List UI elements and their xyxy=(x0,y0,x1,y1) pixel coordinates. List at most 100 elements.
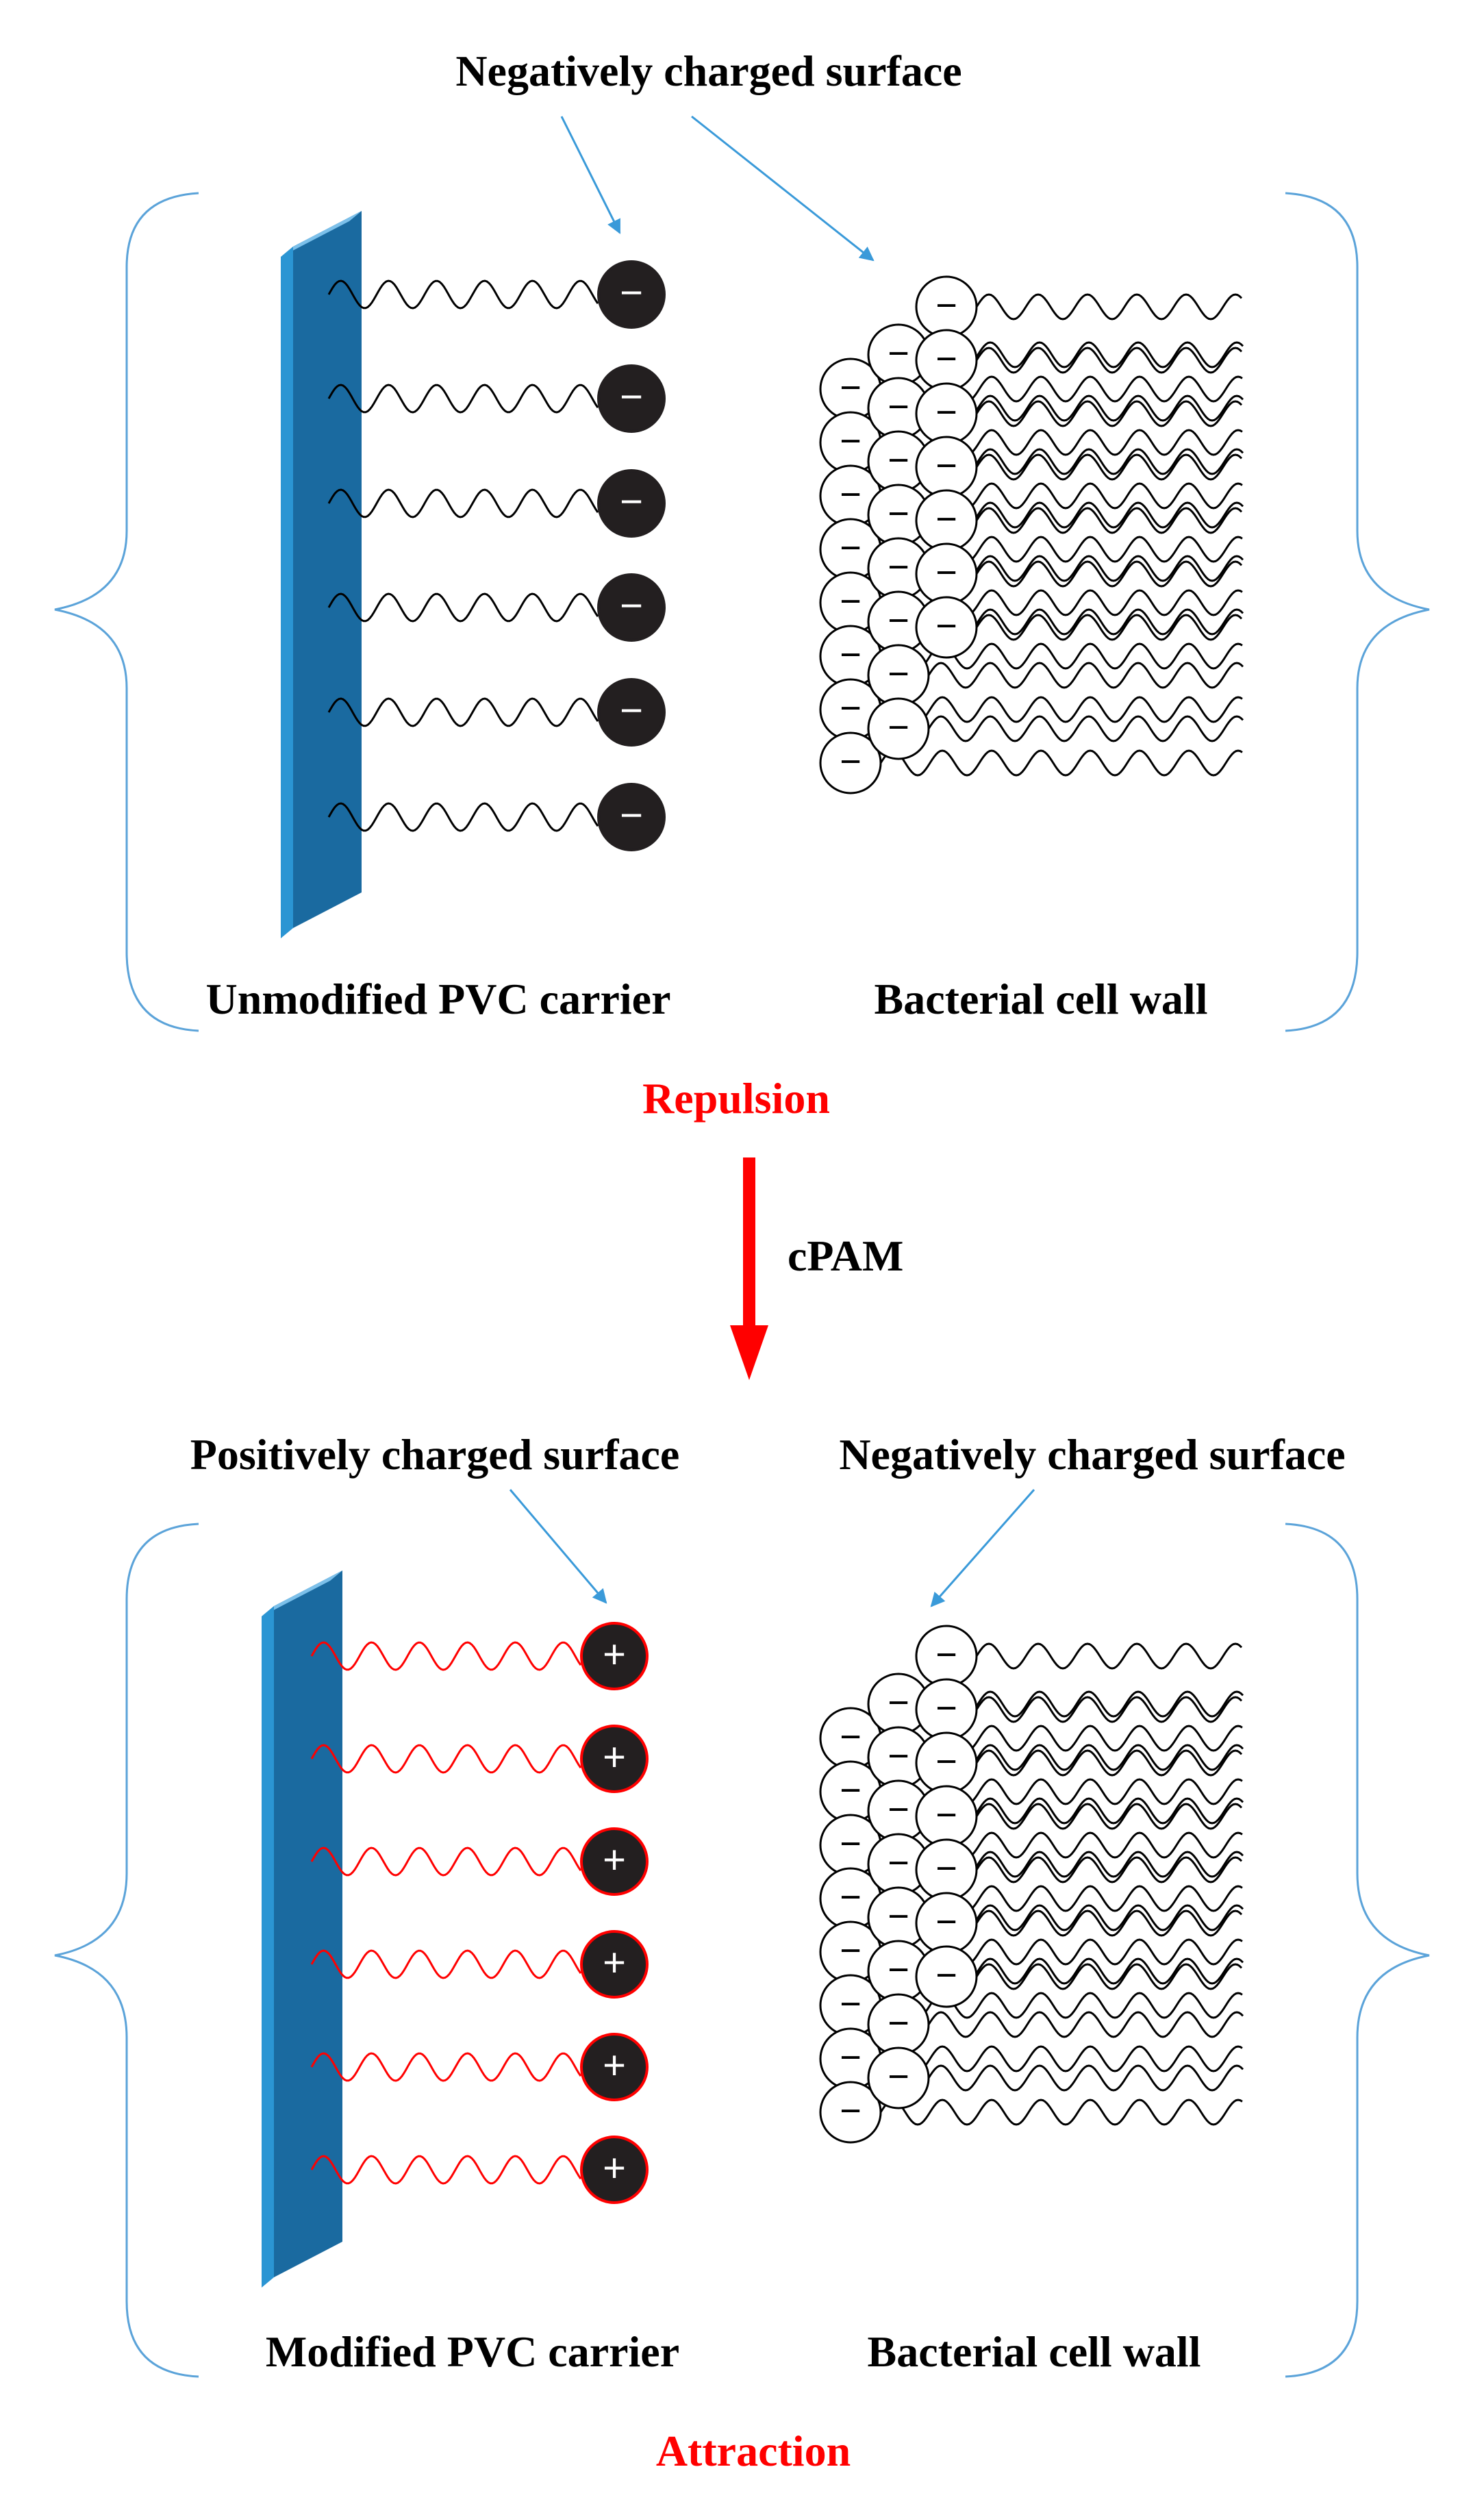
lipid-tail xyxy=(927,448,1244,475)
callout-arrow-cell xyxy=(691,115,875,262)
carrier-chain-group: − xyxy=(327,783,666,851)
cell-wall-head: − xyxy=(867,644,930,707)
charge-sign: − xyxy=(840,2037,862,2078)
charge-sign: + xyxy=(603,1838,626,1882)
charge-sign: − xyxy=(935,1955,957,1996)
attraction-label: Attraction xyxy=(656,2427,851,2475)
negative-head xyxy=(819,2081,882,2144)
negative-charge-ball xyxy=(597,260,666,329)
lipid-tail xyxy=(927,1690,1244,1718)
cell-wall-head: − xyxy=(915,596,978,659)
cell-wall-head: − xyxy=(867,377,930,440)
charge-sign: − xyxy=(840,1930,862,1971)
charge-sign: − xyxy=(888,1789,909,1830)
negative-charge-ball xyxy=(597,469,666,538)
charge-sign: − xyxy=(620,584,643,628)
charge-sign: − xyxy=(840,2090,862,2131)
charge-sign: − xyxy=(620,688,643,733)
cell-wall-head: − xyxy=(819,2027,882,2090)
cell-wall-head: − xyxy=(819,571,882,634)
cell-wall-head: − xyxy=(819,1707,882,1770)
charge-sign: + xyxy=(603,1940,626,1985)
lipid-tail xyxy=(927,1797,1244,1825)
lipid-tail xyxy=(927,501,1244,529)
cell-wall-head: − xyxy=(867,430,930,493)
charge-sign: − xyxy=(888,1682,909,1723)
charge-sign: − xyxy=(620,375,643,419)
lipid-tail xyxy=(879,696,1243,723)
polymer-chain xyxy=(327,802,599,832)
carrier-chain-group: − xyxy=(327,469,666,538)
cell-wall-head: − xyxy=(915,1678,978,1741)
carrier-chain-group: + xyxy=(310,1725,649,1793)
lipid-tail xyxy=(927,608,1244,636)
bacterial-cell-wall: −−−−−−−−−−−−−−−−−−−−−−− xyxy=(819,1625,1244,2144)
charge-sign: − xyxy=(935,605,957,647)
charge-sign: − xyxy=(840,367,862,408)
positive-callout-label: Positively charged surface xyxy=(190,1430,680,1479)
negative-head xyxy=(867,697,930,760)
bottom-carrier-label: Modified PVC carrier xyxy=(266,2327,679,2376)
transition-arrow-head xyxy=(730,1325,768,1380)
charge-sign: − xyxy=(888,386,909,427)
lipid-tail xyxy=(975,1642,1243,1670)
polymer-chain xyxy=(327,697,599,727)
negative-charge-ball xyxy=(597,573,666,642)
lipid-tail xyxy=(927,2011,1244,2038)
charge-sign: − xyxy=(888,1949,909,1990)
carrier-chain-group: + xyxy=(310,2136,649,2204)
carrier-chain-group: − xyxy=(327,260,666,329)
charge-sign: − xyxy=(840,1716,862,1757)
polymer-chain xyxy=(327,279,599,310)
cell-wall-head: − xyxy=(819,1760,882,1823)
lipid-tail xyxy=(975,1856,1243,1883)
cell-wall-head: − xyxy=(915,542,978,605)
positive-charge-ball xyxy=(580,2033,649,2101)
charge-sign: − xyxy=(888,707,909,748)
charge-sign: − xyxy=(935,392,957,433)
lipid-tail xyxy=(927,555,1244,582)
callout-arrow-negative xyxy=(930,1489,1035,1607)
left-brace xyxy=(54,192,199,1032)
top-cell-wall-label: Bacterial cell wall xyxy=(875,975,1208,1023)
carrier-chain-group: − xyxy=(327,364,666,433)
charge-sign: − xyxy=(620,479,643,524)
charge-sign: − xyxy=(935,552,957,593)
cell-wall-head: − xyxy=(867,537,930,600)
repulsion-label: Repulsion xyxy=(642,1074,830,1123)
left-brace xyxy=(54,1523,199,2378)
cell-wall-head: − xyxy=(915,1945,978,2008)
charge-sign: − xyxy=(888,1896,909,1937)
charge-sign: − xyxy=(888,653,909,694)
lipid-tail xyxy=(975,1910,1243,1937)
charge-sign: − xyxy=(840,1823,862,1864)
carrier-chain-group: + xyxy=(310,2033,649,2101)
polymer-chain xyxy=(327,384,599,414)
charge-sign: − xyxy=(935,1848,957,1889)
charge-sign: − xyxy=(840,1983,862,2025)
cell-wall-head: − xyxy=(867,484,930,547)
lipid-tail xyxy=(975,293,1243,321)
lipid-tail xyxy=(975,1696,1243,1723)
polymer-chain xyxy=(310,2052,582,2082)
lipid-tail xyxy=(975,1749,1243,1777)
charge-sign: − xyxy=(840,1877,862,1918)
charge-sign: − xyxy=(935,338,957,379)
charge-sign: − xyxy=(888,440,909,481)
charge-sign: − xyxy=(620,271,643,315)
carrier-chain-group: − xyxy=(327,573,666,642)
cell-wall-head: − xyxy=(819,1814,882,1877)
charge-sign: − xyxy=(935,445,957,486)
charge-sign: + xyxy=(603,2043,626,2088)
cell-wall-head: − xyxy=(915,436,978,499)
cell-wall-head: − xyxy=(867,323,930,386)
lipid-tail xyxy=(975,614,1243,641)
cell-wall-head: − xyxy=(915,489,978,552)
charge-sign: − xyxy=(935,285,957,326)
charge-sign: − xyxy=(840,688,862,729)
cell-wall-head: − xyxy=(867,1833,930,1896)
charge-sign: − xyxy=(888,600,909,641)
top-panel: Negatively charged surface −−−−−− −−−−−−… xyxy=(54,47,1430,1032)
cell-wall-head: − xyxy=(915,382,978,445)
lipid-tail xyxy=(975,400,1243,427)
